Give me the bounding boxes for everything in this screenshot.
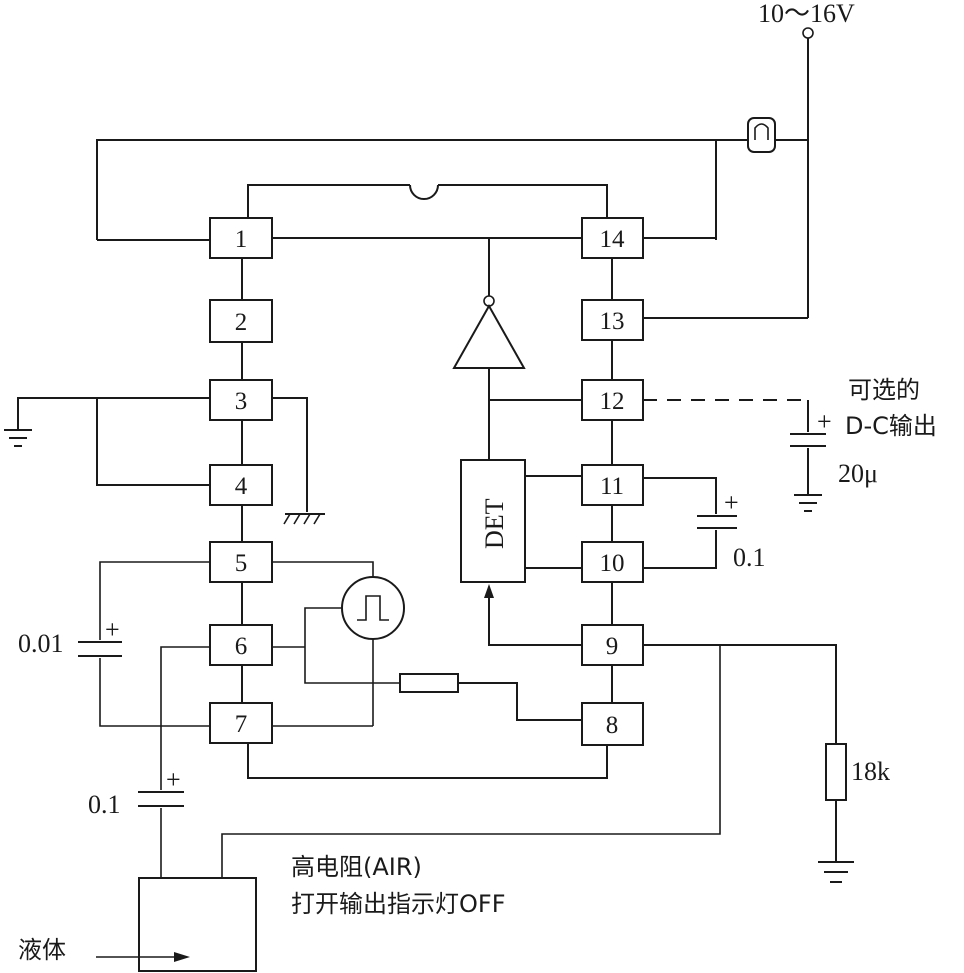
plus-sign: + [166, 765, 181, 794]
svg-text:5: 5 [235, 550, 248, 577]
svg-text:2: 2 [235, 309, 248, 336]
pin-box-9: 9 [581, 624, 644, 666]
det-label: DET [480, 498, 509, 549]
svg-text:1: 1 [235, 226, 248, 253]
pin-box-1: 1 [209, 217, 273, 259]
optional-output-line2: D-C输出 [845, 412, 937, 440]
pin-box-7: 7 [209, 702, 273, 744]
optional-output-line1: 可选的 [848, 376, 920, 404]
svg-text:8: 8 [606, 712, 619, 739]
cap-value-0.01: 0.01 [18, 629, 64, 658]
ic-outline [241, 184, 613, 779]
pin-box-3: 3 [209, 379, 273, 421]
cap-0.01: + 0.01 [18, 561, 210, 727]
cap-value-0.1-left: 0.1 [88, 790, 121, 819]
optional-dc-output: + 可选的 D-C输出 20μ [643, 376, 937, 512]
svg-text:11: 11 [600, 473, 624, 500]
svg-text:9: 9 [606, 633, 619, 660]
det-block: DET [460, 459, 582, 646]
svg-text:14: 14 [600, 226, 626, 253]
inverter-buffer [452, 238, 582, 460]
liquid-container: 液体 高电阻(AIR) 打开输出指示灯OFF [18, 853, 506, 972]
pin-box-2: 2 [209, 299, 273, 343]
pin-box-13: 13 [581, 299, 644, 341]
svg-text:7: 7 [235, 711, 248, 738]
pin-box-8: 8 [581, 702, 644, 746]
pin-box-6: 6 [209, 624, 273, 666]
plus-sign: + [817, 407, 832, 436]
svg-text:10: 10 [600, 550, 625, 577]
oscillator [272, 561, 405, 727]
cap-value-20u: 20μ [838, 459, 878, 488]
pin-box-5: 5 [209, 541, 273, 583]
svg-text:3: 3 [235, 388, 248, 415]
pin9-branch: 18k [217, 644, 890, 924]
svg-text:12: 12 [600, 388, 625, 415]
liquid-label: 液体 [18, 936, 66, 964]
note-line2: 打开输出指示灯OFF [291, 890, 506, 918]
pin-box-14: 14 [581, 217, 644, 259]
svg-text:13: 13 [600, 308, 625, 335]
ground-left [4, 397, 325, 525]
pin-box-10: 10 [581, 541, 644, 583]
pin-box-12: 12 [581, 379, 644, 421]
plus-sign: + [724, 488, 739, 517]
indicator-lamp [96, 117, 808, 240]
pin-box-11: 11 [581, 464, 644, 506]
svg-text:4: 4 [235, 473, 248, 500]
supply-terminal: 10～16V [758, 0, 855, 318]
note-line1: 高电阻(AIR) [291, 853, 422, 881]
cap-pin11-pin10: + 0.1 [643, 477, 766, 572]
cap-value-0.1-right: 0.1 [733, 543, 766, 572]
plus-sign: + [105, 615, 120, 644]
resistor-pin8 [399, 673, 582, 721]
supply-voltage-label: 10～16V [758, 0, 855, 28]
resistor-value-18k: 18k [851, 757, 890, 786]
pin-box-4: 4 [209, 464, 273, 506]
svg-text:6: 6 [235, 633, 248, 660]
